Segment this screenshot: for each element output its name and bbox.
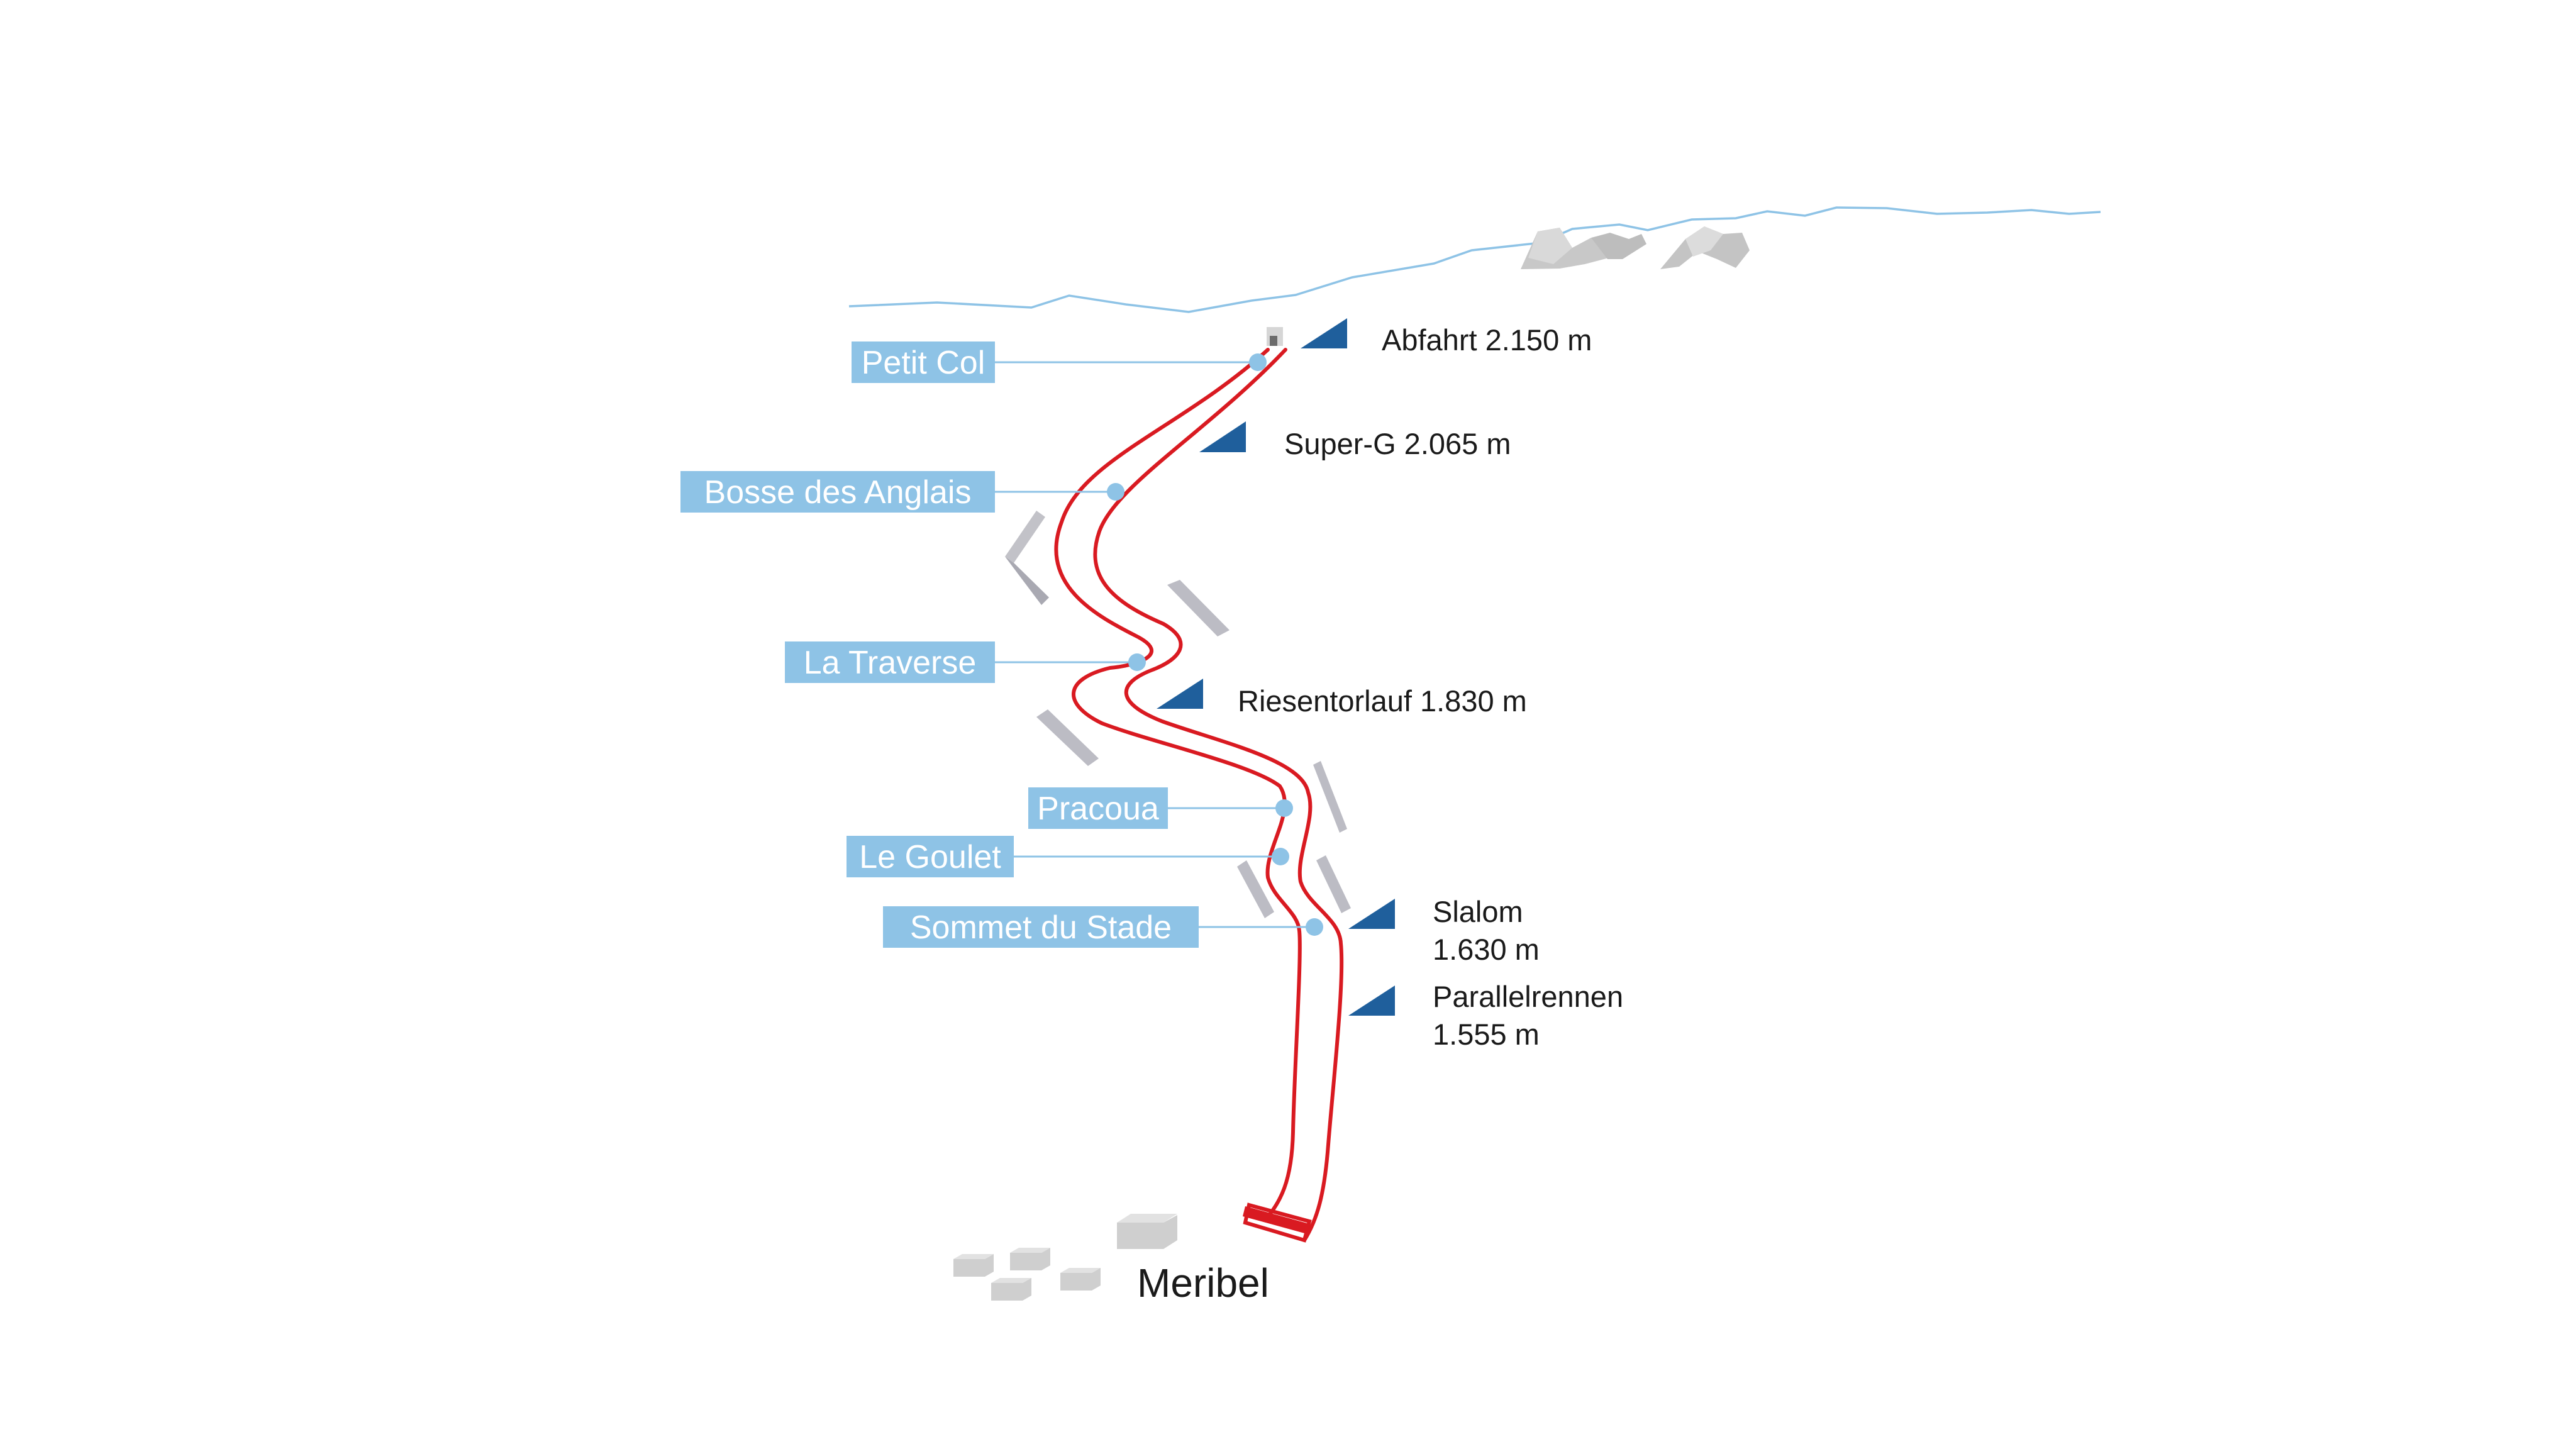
section-label-text: La Traverse	[804, 645, 977, 681]
mountain-ridge-line	[848, 206, 2101, 313]
section-labels: Petit Col Bosse des Anglais La Traverse …	[680, 341, 1199, 948]
start-labels: Abfahrt 2.150 m Super-G 2.065 m Riesento…	[1238, 323, 1623, 1051]
track-left-edge	[1054, 348, 1302, 1222]
start-label-riesentorlauf: Riesentorlauf 1.830 m	[1238, 684, 1527, 718]
ski-track	[1054, 327, 1344, 1243]
start-flag-icon	[1348, 899, 1395, 929]
section-label-text: Bosse des Anglais	[704, 474, 972, 511]
section-label-petit-col: Petit Col	[852, 341, 995, 383]
section-label-bosse-des-anglais: Bosse des Anglais	[680, 471, 995, 513]
section-label-text: Le Goulet	[859, 839, 1001, 875]
start-label-parallelrennen: Parallelrennen	[1433, 980, 1623, 1013]
safety-net	[1316, 855, 1351, 913]
safety-nets	[1005, 511, 1351, 918]
start-label-slalom: Slalom	[1433, 895, 1523, 928]
start-flags	[1157, 318, 1395, 1016]
safety-net	[1167, 580, 1230, 636]
section-marker	[1306, 918, 1323, 936]
section-marker	[1272, 848, 1289, 865]
track-right-edge	[1093, 348, 1344, 1242]
section-label-pracoua: Pracoua	[1028, 787, 1168, 829]
finish-banner	[1243, 1206, 1309, 1234]
start-label-slalom-elevation: 1.630 m	[1433, 933, 1540, 966]
start-flag-icon	[1301, 318, 1347, 348]
safety-net	[1036, 709, 1099, 766]
section-label-sommet-du-stade: Sommet du Stade	[883, 906, 1199, 948]
start-label-abfahrt: Abfahrt 2.150 m	[1382, 323, 1592, 357]
section-label-le-goulet: Le Goulet	[847, 836, 1014, 877]
village-buildings-icon	[953, 1214, 1177, 1301]
section-label-text: Sommet du Stade	[910, 909, 1172, 946]
village-label: Meribel	[1137, 1260, 1269, 1306]
leader-lines	[995, 361, 1311, 928]
section-marker	[1249, 353, 1267, 371]
section-marker	[1128, 653, 1146, 671]
section-label-text: Pracoua	[1037, 791, 1159, 827]
section-markers	[1107, 353, 1323, 936]
start-flag-icon	[1157, 679, 1203, 709]
section-marker	[1107, 483, 1124, 501]
start-label-super-g: Super-G 2.065 m	[1284, 427, 1511, 460]
start-label-parallelrennen-elevation: 1.555 m	[1433, 1018, 1540, 1051]
section-label-text: Petit Col	[862, 345, 985, 381]
safety-net	[1005, 557, 1049, 605]
section-label-la-traverse: La Traverse	[785, 641, 995, 683]
safety-net	[1005, 511, 1045, 563]
start-flag-icon	[1348, 985, 1395, 1016]
safety-net	[1237, 860, 1274, 918]
section-marker	[1275, 799, 1293, 817]
safety-net	[1313, 761, 1347, 833]
start-flag-icon	[1199, 421, 1246, 452]
rock-peaks-icon	[1521, 226, 1750, 269]
